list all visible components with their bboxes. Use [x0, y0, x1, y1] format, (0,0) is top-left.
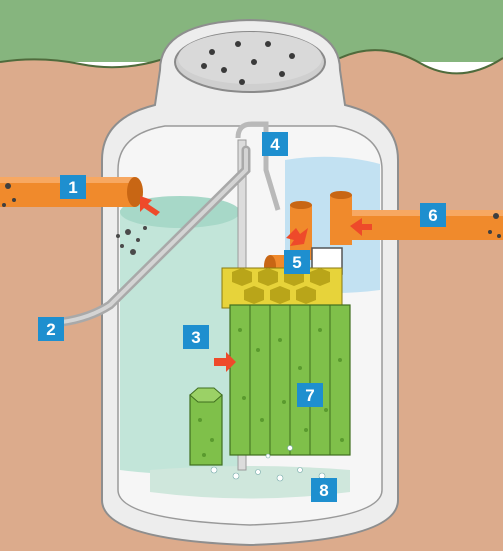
filter-media-top [222, 268, 342, 308]
outlet-tee-top [330, 191, 352, 199]
manhole-lid-top [178, 32, 322, 84]
transfer-tee-top [290, 201, 312, 209]
callout-3-label: 3 [191, 328, 200, 347]
callout-1-label: 1 [68, 178, 77, 197]
callout-1: 1 [60, 175, 86, 199]
callout-5-label: 5 [292, 253, 301, 272]
callout-4: 4 [262, 132, 288, 156]
callout-3: 3 [183, 325, 209, 349]
callout-7: 7 [297, 383, 323, 407]
callout-6: 6 [420, 203, 446, 227]
callout-8-label: 8 [319, 481, 328, 500]
callout-7-label: 7 [305, 386, 314, 405]
callout-8: 8 [311, 478, 337, 502]
filter-media-tubes [230, 305, 350, 455]
callout-6-label: 6 [428, 206, 437, 225]
callout-5: 5 [284, 250, 310, 274]
front-media-tube [190, 388, 222, 465]
callout-2-label: 2 [46, 320, 55, 339]
outlet-tee [330, 195, 352, 245]
callout-2: 2 [38, 317, 64, 341]
callout-4-label: 4 [270, 135, 280, 154]
